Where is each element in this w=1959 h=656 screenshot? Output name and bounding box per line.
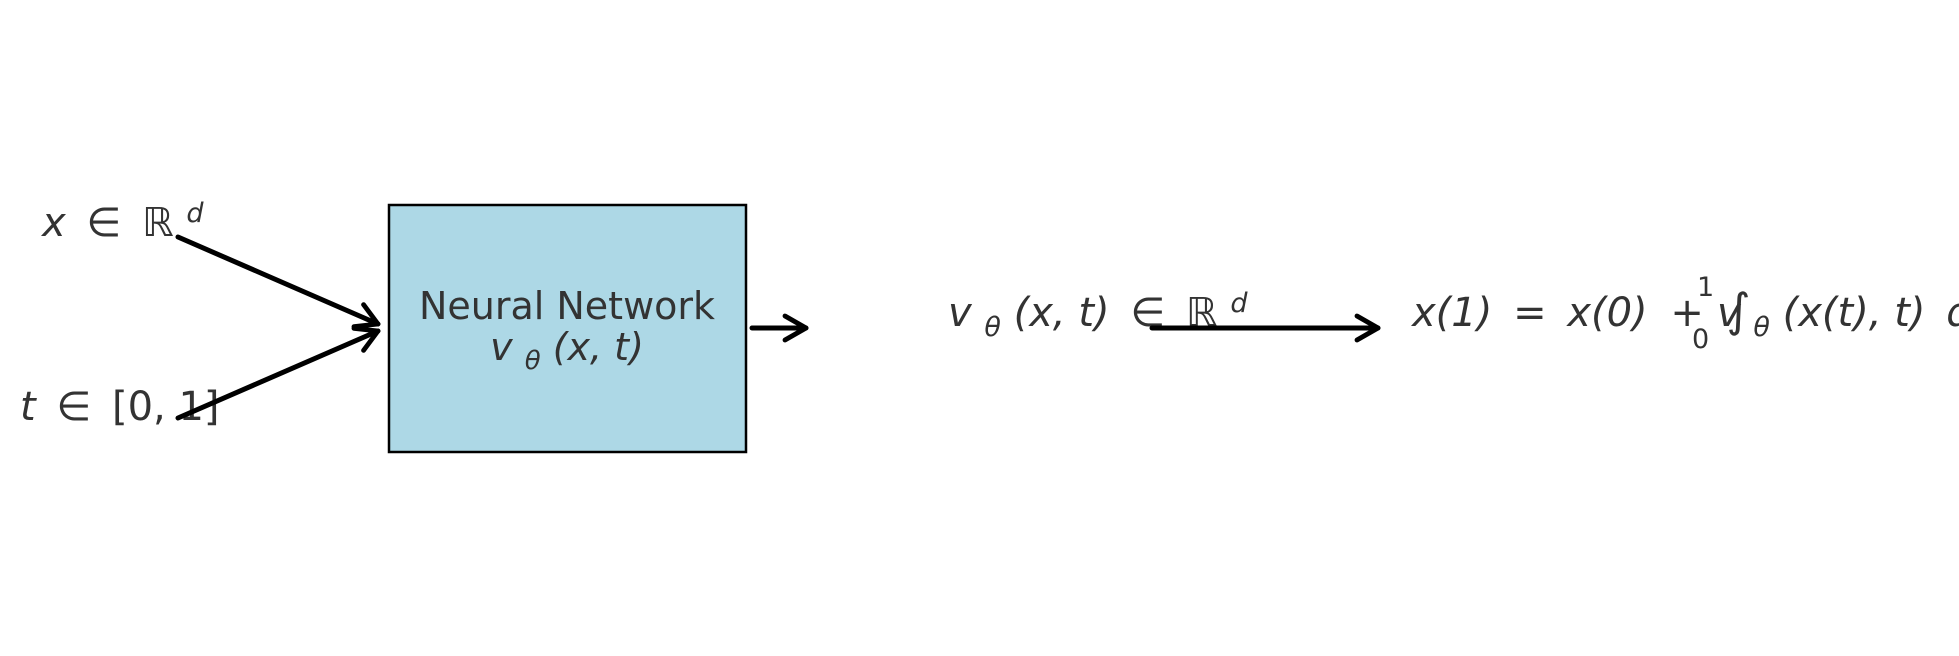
- neural-network-func: v θ (x, t): [490, 325, 644, 378]
- integral-sign: ∫: [1727, 283, 1751, 337]
- input-x-var: x: [40, 200, 66, 246]
- output-sup: d: [1230, 288, 1248, 319]
- solution-eq: =: [1513, 290, 1547, 336]
- integrand-args: (x(t), t): [1783, 290, 1926, 336]
- output-label: v θ (x, t) ∈ ℝ d: [948, 288, 1248, 346]
- network-func-sub: θ: [525, 346, 541, 376]
- output-func-args: (x, t): [1014, 290, 1110, 336]
- input-t-var: t: [20, 384, 37, 430]
- network-func-args: (x, t): [553, 325, 644, 369]
- input-x-sup: d: [186, 198, 204, 229]
- input-t-label: t ∈ [0, 1]: [20, 384, 220, 430]
- solution-equation: x(1) = x(0) + ∫: [1410, 283, 1751, 337]
- input-x-space: ℝ: [142, 200, 174, 246]
- output-func-name: v: [948, 290, 973, 336]
- arrow-t-to-network: [175, 325, 381, 421]
- solution-integrand: v θ (x(t), t) dt: [1717, 290, 1959, 346]
- integrand-sub: θ: [1753, 312, 1770, 343]
- neural-network-title: Neural Network: [419, 284, 715, 328]
- output-func-sub: θ: [984, 312, 1001, 343]
- input-x-label: x ∈ ℝ d: [40, 198, 204, 246]
- integral-lower: 0: [1692, 324, 1709, 355]
- integrand-dt: dt: [1946, 290, 1959, 336]
- solution-lhs: x(1): [1410, 290, 1492, 336]
- integrand-name: v: [1717, 290, 1742, 336]
- solution-plus: +: [1670, 290, 1704, 336]
- network-func-name: v: [490, 325, 513, 369]
- input-t-rel: ∈: [56, 384, 91, 430]
- integral-upper: 1: [1697, 272, 1714, 303]
- input-x-rel: ∈: [86, 200, 121, 246]
- arrow-x-to-network: [175, 234, 381, 330]
- neural-network-box: [387, 203, 748, 454]
- solution-x0: x(0): [1565, 290, 1647, 336]
